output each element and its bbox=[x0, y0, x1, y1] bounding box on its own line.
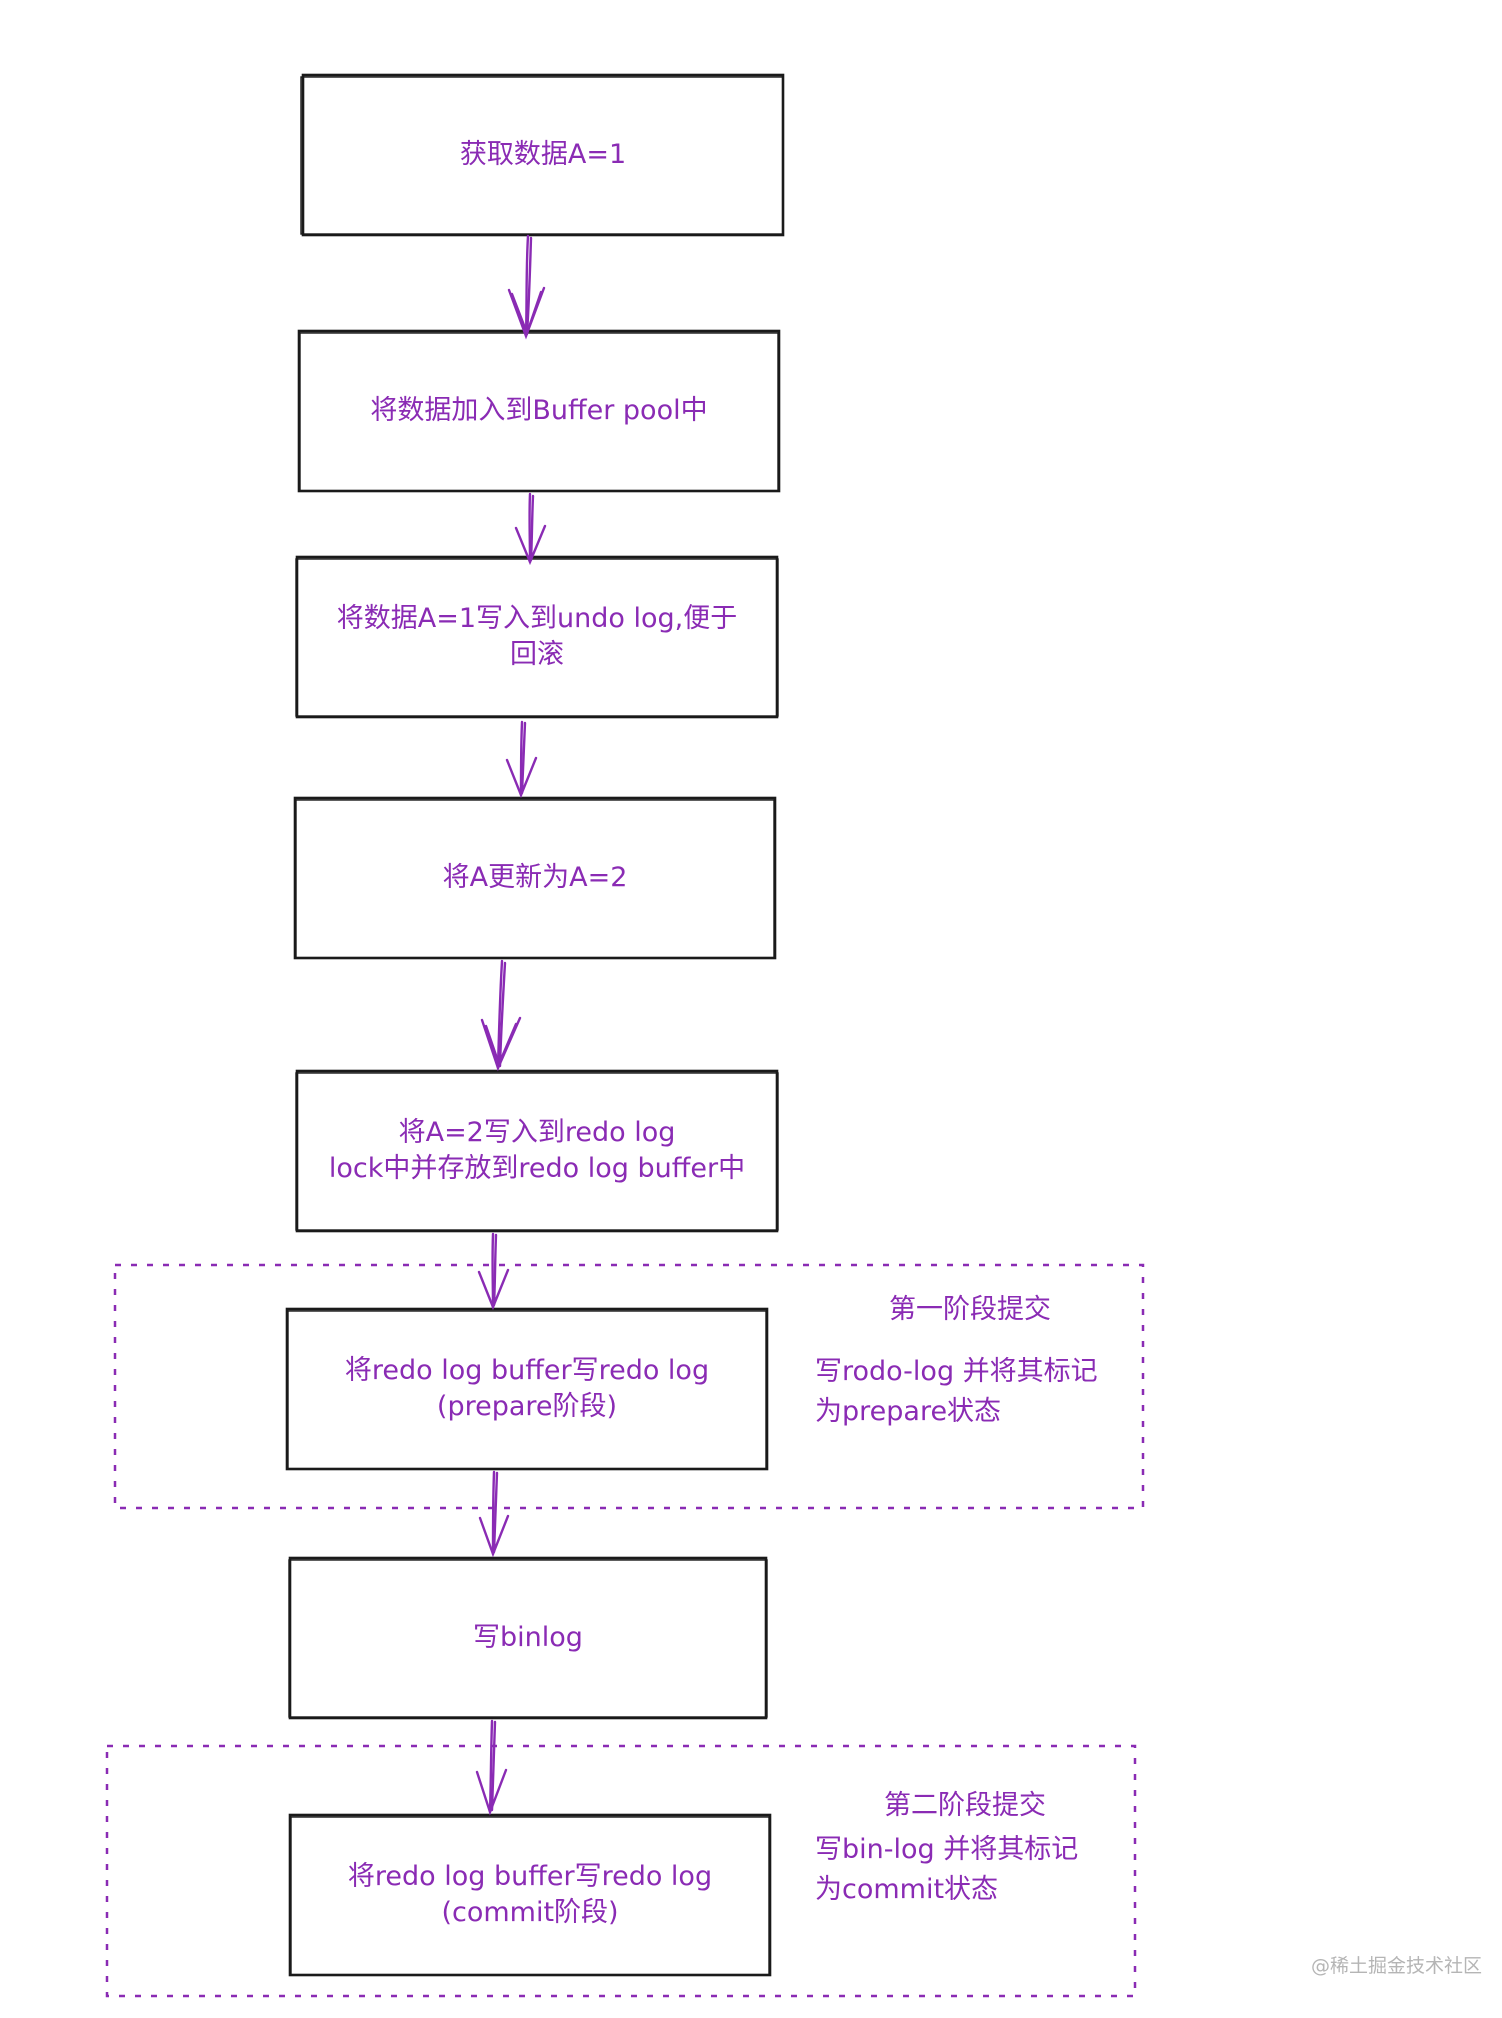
step-get-data: 获取数据A=1 bbox=[459, 139, 627, 170]
phase1-description: 写rodo-log 并将其标记 为prepare状态 bbox=[815, 1356, 1098, 1427]
step-update-value: 将A更新为A=2 bbox=[442, 862, 628, 893]
arrow-6-7 bbox=[478, 1470, 510, 1558]
step-box-5-frame bbox=[295, 1069, 779, 1233]
arrow-1-2 bbox=[507, 234, 546, 340]
arrow-5-6 bbox=[477, 1232, 510, 1311]
arrow-4-5 bbox=[480, 959, 522, 1072]
step-redo-log-commit: 将redo log buffer写redo log (commit阶段) bbox=[347, 1861, 713, 1928]
phase2-title: 第二阶段提交 bbox=[884, 1790, 1046, 1821]
watermark: @稀土掘金技术社区 bbox=[1310, 1955, 1482, 1977]
arrow-2-3 bbox=[514, 492, 547, 566]
step-box-3-frame bbox=[295, 555, 779, 719]
phase1-note: 第一阶段提交 写rodo-log 并将其标记 为prepare状态 bbox=[815, 1290, 1125, 1432]
step-write-binlog: 写binlog bbox=[473, 1622, 583, 1653]
phase1-title: 第一阶段提交 bbox=[889, 1294, 1051, 1325]
step-add-to-buffer-pool: 将数据加入到Buffer pool中 bbox=[370, 395, 708, 426]
phase2-note: 第二阶段提交 写bin-log 并将其标记 为commit状态 bbox=[815, 1786, 1115, 1910]
step-write-redo-log-buffer: 将A=2写入到redo log lock中并存放到redo log buffer… bbox=[328, 1117, 746, 1184]
step-box-1-frame bbox=[300, 73, 785, 237]
arrow-3-4 bbox=[505, 720, 538, 799]
step-write-undo-log: 将数据A=1写入到undo log,便于 回滚 bbox=[336, 603, 738, 670]
step-box-8-frame bbox=[288, 1813, 772, 1977]
phase2-description: 写bin-log 并将其标记 为commit状态 bbox=[815, 1834, 1079, 1905]
step-box-2-frame bbox=[297, 329, 781, 493]
phase2-group-border bbox=[105, 1744, 1137, 1998]
arrow-7-8 bbox=[475, 1719, 508, 1816]
step-redo-log-prepare: 将redo log buffer写redo log (prepare阶段) bbox=[344, 1355, 710, 1422]
step-box-4-frame bbox=[293, 796, 777, 960]
step-box-6-frame bbox=[285, 1307, 769, 1471]
phase1-group-border bbox=[113, 1263, 1145, 1510]
step-box-7-frame bbox=[288, 1556, 768, 1720]
